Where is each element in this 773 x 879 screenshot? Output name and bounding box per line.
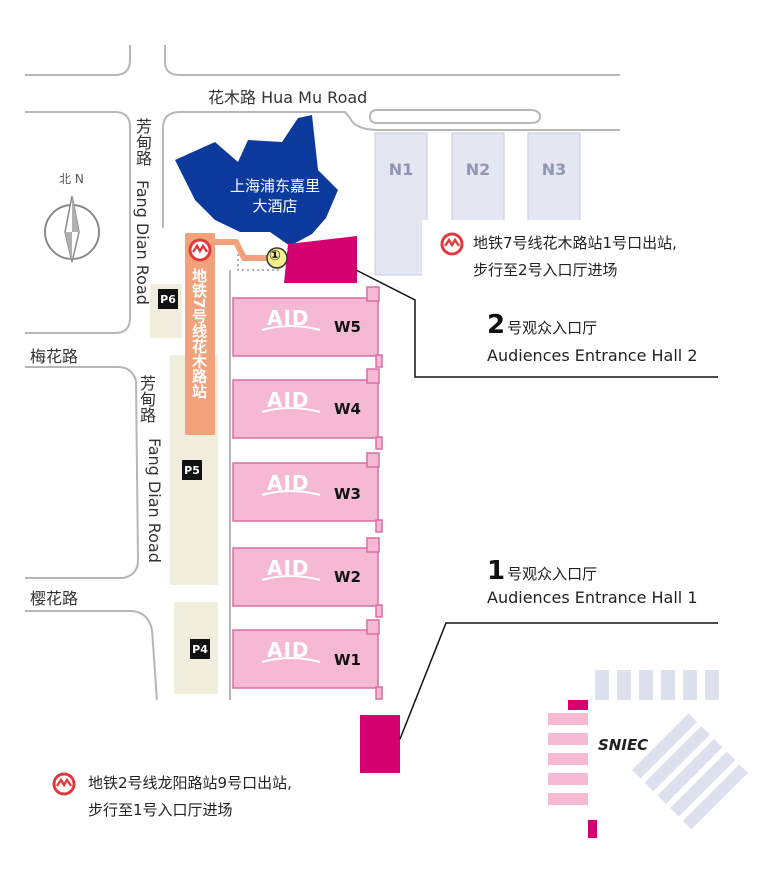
metro-note-line7-2: 步行至2号入口厅进场	[473, 261, 618, 279]
parking-badge-p4: P4	[190, 639, 210, 659]
entrance-hall-2-title-text: 号观众入口厅	[507, 319, 598, 337]
hall-logo: AID	[267, 471, 310, 495]
hotel-name-line1: 上海浦东嘉里	[229, 177, 320, 195]
road-label-fang-dian-lower-cn: 芳甸路	[137, 375, 156, 423]
sniec-minimap	[548, 670, 748, 838]
metro-station-bar	[185, 233, 215, 435]
hall-logo: AID	[267, 306, 310, 330]
hall-logo: AID	[267, 638, 310, 662]
road-label-hua-mu: 花木路 Hua Mu Road	[208, 88, 368, 107]
metro-walkway	[210, 239, 274, 261]
hall-logo: AID	[267, 556, 310, 580]
entrance-marker-circle	[266, 247, 288, 269]
hall-label-w2: W2	[334, 568, 361, 586]
shanghai-metro-icon	[52, 772, 76, 796]
metro-station-name: 地铁7号线花木路站	[190, 268, 208, 399]
metro-note-line2-2: 步行至1号入口厅进场	[88, 801, 233, 819]
hotel-name: 上海浦东嘉里 大酒店	[220, 176, 330, 216]
hall-label-w5: W5	[334, 318, 361, 336]
entrance-hall-1-building	[360, 715, 400, 773]
hall-label-n1: N1	[388, 160, 414, 179]
hotel-name-line2: 大酒店	[252, 197, 298, 215]
entrance-hall-1-number: 1	[487, 556, 506, 586]
hall-label-w4: W4	[334, 400, 361, 418]
entrance-hall-2-en: Audiences Entrance Hall 2	[487, 346, 698, 365]
entrance-hall-2-number: 2	[487, 310, 506, 340]
hall-label-n3: N3	[541, 160, 567, 179]
hall-logo: AID	[267, 388, 310, 412]
metro-note-line7-1: 地铁7号线花木路站1号口出站,	[473, 234, 677, 252]
shanghai-metro-icon	[188, 238, 212, 262]
parking-badge-p6: P6	[158, 289, 178, 309]
metro-note-line7: 地铁7号线花木路站1号口出站, 步行至2号入口厅进场	[473, 230, 677, 284]
road-label-ying-hua: 樱花路	[30, 589, 79, 608]
hall-label-w3: W3	[334, 485, 361, 503]
callout-lines	[355, 269, 718, 740]
metro-note-bg	[422, 220, 722, 282]
west-halls	[232, 286, 383, 700]
entrance-hall-2-building	[284, 236, 357, 283]
walk-route	[237, 254, 282, 271]
road-label-fang-dian-upper-cn: 芳甸路	[133, 118, 152, 166]
hall-label-n2: N2	[465, 160, 491, 179]
road-label-mei-hua: 梅花路	[30, 347, 79, 366]
road-label-fang-dian-upper-en: Fang Dian Road	[133, 180, 152, 305]
hall-logo-swooshes	[261, 325, 321, 663]
shanghai-metro-icon	[440, 232, 464, 256]
compass-label: 北 N	[59, 172, 84, 186]
entrance-marker: ①	[269, 248, 281, 264]
venue-name: SNIEC	[598, 736, 649, 754]
metro-note-line2-1: 地铁2号线龙阳路站9号口出站,	[88, 774, 292, 792]
entrance-hall-1-en: Audiences Entrance Hall 1	[487, 588, 698, 607]
parking-badge-p5: P5	[182, 460, 202, 480]
metro-note-line2: 地铁2号线龙阳路站9号口出站, 步行至1号入口厅进场	[88, 770, 292, 824]
road-label-fang-dian-lower-en: Fang Dian Road	[145, 438, 164, 563]
entrance-hall-1-title-text: 号观众入口厅	[507, 565, 598, 583]
hall-label-w1: W1	[334, 651, 361, 669]
hotel-building	[175, 115, 338, 246]
compass-icon	[44, 195, 100, 263]
road-network	[25, 45, 620, 701]
